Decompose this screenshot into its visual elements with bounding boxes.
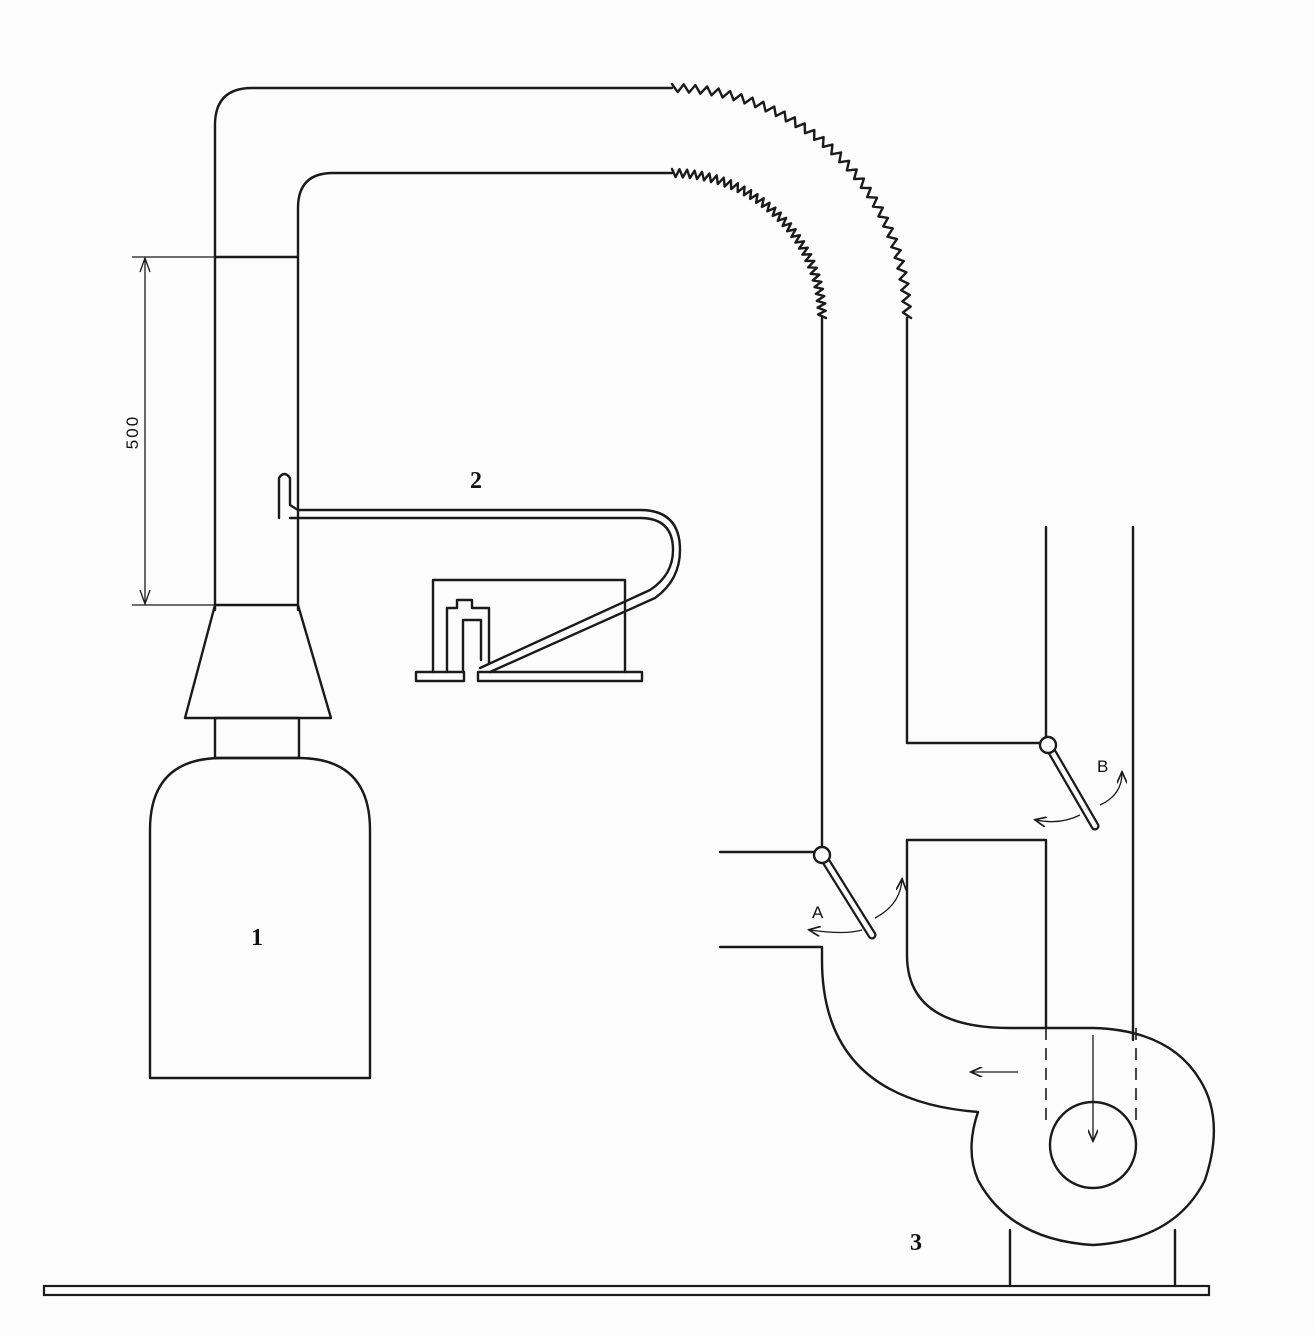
- dimension-label: 500: [123, 415, 142, 449]
- sampling-instrument: [414, 578, 644, 683]
- engine-body: [148, 756, 372, 1080]
- duct-b-branch: [905, 316, 1135, 1042]
- flexible-hose: [670, 82, 913, 320]
- floor-base: [42, 1284, 1211, 1297]
- damper-a: [810, 845, 902, 940]
- label-damper-a: A: [812, 903, 824, 922]
- label-damper-b: B: [1097, 757, 1108, 776]
- engine-unit: [148, 603, 372, 1080]
- label-1: 1: [251, 925, 263, 951]
- dimension-500: 500: [123, 256, 215, 606]
- duct-a-branch: [718, 316, 980, 1114]
- label-3: 3: [910, 1230, 922, 1256]
- exhaust-pipe: [213, 86, 674, 612]
- centrifugal-fan: [972, 1026, 1216, 1288]
- label-2: 2: [470, 468, 482, 494]
- engine-cone: [183, 603, 333, 720]
- damper-b: [1036, 735, 1122, 831]
- fan-duct: [905, 838, 1048, 1030]
- sampling-probe: [277, 472, 682, 674]
